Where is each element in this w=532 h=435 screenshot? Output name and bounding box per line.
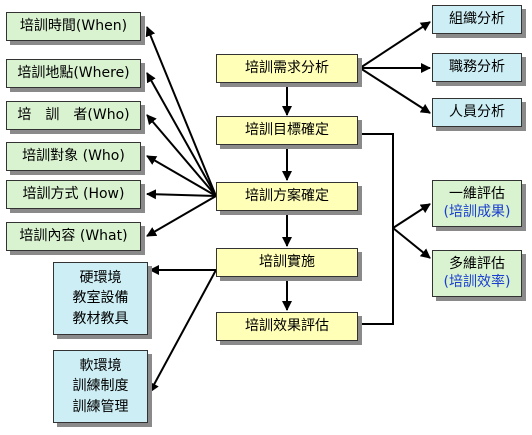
box-training-place: 培訓地點(Where) [6,59,141,88]
arrow-to-person-analysis [359,67,431,114]
box-person-analysis-label: 人員分析 [449,103,505,120]
box-organization-analysis: 組織分析 [432,5,522,34]
step-needs-analysis: 培訓需求分析 [216,54,358,83]
step-goal-setting-label: 培訓目標確定 [245,121,329,138]
box-job-analysis-label: 職務分析 [449,58,505,75]
box-trainer-label: 培 訓 者(Who) [17,106,130,123]
step-goal-setting: 培訓目標確定 [216,116,358,145]
arrow-to-multi-dimensional [392,227,431,259]
box-organization-analysis-label: 組織分析 [449,10,505,27]
box-training-content: 培訓內容 (What) [6,222,141,251]
box-job-analysis: 職務分析 [432,53,522,82]
box-training-method-label: 培訓方式 (How) [22,185,125,202]
box-multi-dimensional-evaluation: 多維評估 (培訓效率) [432,250,522,297]
step-effect-evaluation-label: 培訓效果評估 [245,317,329,334]
box-training-time-label: 培訓時間(When) [19,17,128,34]
step-plan-setting-label: 培訓方案確定 [245,187,329,204]
box-one-dimensional-evaluation: 一維評估 (培訓成果) [432,180,522,227]
arrow-to-where [146,72,217,197]
step-plan-setting: 培訓方案確定 [216,182,358,211]
hard-environment-title: 硬環境 [79,270,122,287]
arrow-to-method [146,189,217,200]
arrow-to-organization-analysis [359,21,431,69]
box-training-time: 培訓時間(When) [6,12,141,41]
box-training-place-label: 培訓地點(Where) [17,64,130,81]
arrow-to-trainee [146,155,217,197]
box-person-analysis: 人員分析 [432,98,522,127]
soft-environment-item-1: 訓練制度 [72,378,129,395]
step-implementation-label: 培訓實施 [259,253,315,270]
arrow-to-one-dimensional [392,203,431,229]
box-trainee: 培訓對象 (Who) [6,142,141,171]
arrow-to-when [145,26,217,197]
soft-environment-item-2: 訓練管理 [72,398,129,415]
arrow-to-content [146,195,217,237]
arrow-to-soft-environment [149,269,217,393]
step-needs-analysis-label: 培訓需求分析 [245,59,329,76]
box-training-method: 培訓方式 (How) [6,180,141,209]
box-soft-environment: 軟環境 訓練制度 訓練管理 [53,350,148,423]
box-hard-environment: 硬環境 教室設備 教材教具 [53,262,148,335]
hard-environment-item-1: 教室設備 [72,290,129,307]
step-effect-evaluation: 培訓效果評估 [216,312,358,341]
arrow-to-trainer [146,114,217,197]
one-dimensional-subtitle: (培訓成果) [443,203,511,220]
goal-evaluation-bracket [359,133,394,325]
multi-dimensional-title: 多維評估 [449,256,505,272]
one-dimensional-title: 一維評估 [449,186,505,202]
hard-environment-item-2: 教材教具 [72,310,129,327]
soft-environment-title: 軟環境 [79,358,122,375]
step-implementation: 培訓實施 [216,248,358,277]
multi-dimensional-subtitle: (培訓效率) [443,273,511,290]
box-trainer: 培 訓 者(Who) [6,101,141,130]
box-training-content-label: 培訓內容 (What) [19,227,128,244]
box-trainee-label: 培訓對象 (Who) [22,147,125,164]
